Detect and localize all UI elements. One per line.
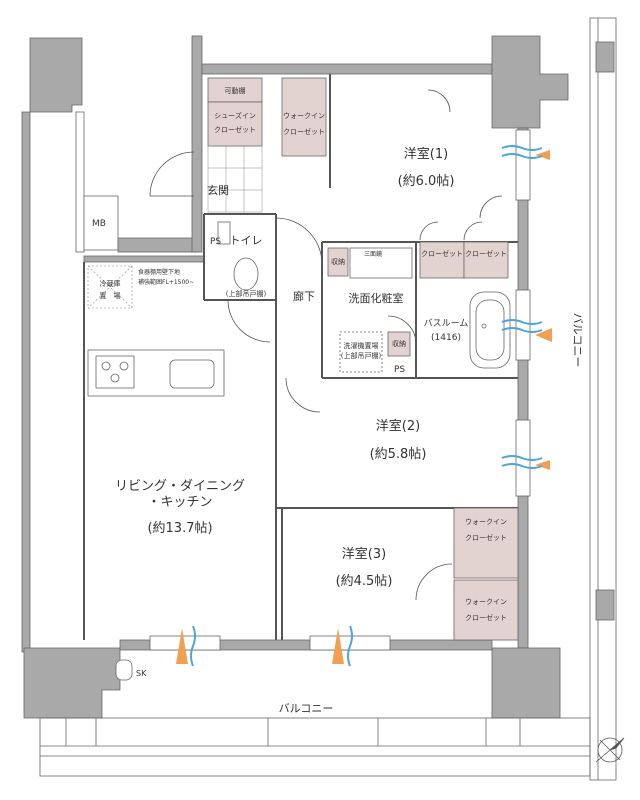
hallway-label: 廊下 <box>293 289 315 303</box>
column-top-right <box>491 35 569 129</box>
balcony-right-label: バルコニー <box>571 313 584 368</box>
ldk-name-line2: ・キッチン <box>147 495 212 510</box>
warm-air-icon <box>535 328 552 342</box>
sink <box>169 359 215 389</box>
toilet-fixture <box>217 221 259 291</box>
walkin2-label-2: クローゼット <box>465 533 507 542</box>
toilet-label: トイレ <box>230 234 263 247</box>
wall-bottom <box>119 639 493 651</box>
wall-entry-left <box>191 35 203 253</box>
shoes-in-closet <box>207 101 263 147</box>
wall-ldk-top <box>83 255 205 263</box>
sk-fixture <box>115 659 133 681</box>
shoes-in-label-1: シューズイン <box>214 111 256 120</box>
compass-icon <box>595 737 625 763</box>
western1-name: 洋室(1) <box>404 146 448 162</box>
closet-1 <box>419 241 465 279</box>
ps-label-1: PS <box>210 237 221 247</box>
closet-2 <box>463 241 509 279</box>
balcony-bottom-label: バルコニー <box>279 702 334 715</box>
burner-icon <box>101 361 111 371</box>
windows <box>149 129 531 651</box>
walkin3-label-1: ウォークイン <box>465 598 507 606</box>
cool-air-icon <box>501 153 543 159</box>
balcony-right <box>589 17 617 781</box>
bathroom-name: バスルーム <box>424 318 469 329</box>
ventilation-icons <box>176 145 552 667</box>
labels: 洋室(1) (約6.0帖) 洋室(2) (約5.8帖) 洋室(3) (約4.5帖… <box>92 86 584 715</box>
wall-entry-lower <box>117 237 199 253</box>
washer-label-1: 洗濯機置場 <box>344 341 379 350</box>
cool-air-icon <box>501 455 543 461</box>
storage-2 <box>387 331 411 357</box>
walkin-closet-2 <box>453 507 519 579</box>
cool-air-icon <box>501 145 543 151</box>
dish-note-1: 食器棚用壁下地 <box>138 268 180 276</box>
storage1-label: 収納 <box>331 257 345 266</box>
cool-air-icon <box>501 327 543 333</box>
western3-name: 洋室(3) <box>342 546 386 562</box>
movable-shelf-label: 可動棚 <box>225 86 246 95</box>
mirror-cabinet-label: 三面鏡 <box>364 250 382 258</box>
wall-right <box>517 127 529 649</box>
fridge-label-2: 置 場 <box>100 291 121 300</box>
washroom-label: 洗面化粧室 <box>349 291 404 305</box>
walkin3-label-2: クローゼット <box>465 613 507 622</box>
storage2-label: 収納 <box>392 339 406 348</box>
column-bottom-right <box>491 647 561 719</box>
entrance-label: 玄関 <box>207 183 229 197</box>
front-door-swing <box>149 151 195 197</box>
shoes-in-label-2: クローゼット <box>214 125 256 134</box>
cool-air-icon <box>347 625 353 667</box>
closet2-label: クローゼット <box>465 249 507 258</box>
movable-shelf <box>207 77 263 103</box>
dish-note-2: 補強範囲FL+1500~ <box>138 278 194 286</box>
wall-top <box>201 63 493 75</box>
closet1-label: クローゼット <box>421 249 463 258</box>
mb-label: MB <box>92 219 106 229</box>
warm-air-icon <box>535 150 550 160</box>
storage-blocks <box>207 77 519 641</box>
washer-area <box>339 247 413 373</box>
warm-air-icon <box>332 628 344 664</box>
cool-air-icon <box>501 319 543 325</box>
balcony-bottom <box>39 717 591 777</box>
ldk-size: (約13.7帖) <box>147 521 212 536</box>
fridge-label-1: 冷蔵庫 <box>100 279 121 288</box>
walkin1-label-2: クローゼット <box>283 127 325 136</box>
burner-icon <box>119 361 129 371</box>
ps-label-2: PS <box>394 365 405 375</box>
column-top-left <box>29 37 83 113</box>
walkin2-label-1: ウォークイン <box>465 518 507 526</box>
bathroom-size: (1416) <box>431 333 461 343</box>
burner-icon <box>110 373 120 383</box>
column-bottom-left <box>23 647 121 719</box>
western3-size: (約4.5帖) <box>336 574 393 589</box>
mb-box <box>83 195 119 251</box>
wall-left-outer <box>21 111 31 653</box>
cool-air-icon <box>190 625 196 667</box>
structural-walls <box>21 35 569 719</box>
western2-name: 洋室(2) <box>376 418 420 434</box>
sk-label: SK <box>136 669 147 678</box>
ldk-name-line1: リビング・ダイニング <box>115 479 245 494</box>
warm-air-icon <box>535 460 550 470</box>
entrance-floor <box>207 145 263 213</box>
walkin-closet-1 <box>281 77 327 157</box>
fridge-area <box>87 265 133 309</box>
storage-1 <box>327 247 349 277</box>
western1-size: (約6.0帖) <box>398 174 455 189</box>
kitchen-counter <box>87 349 225 397</box>
door-swings <box>149 89 503 601</box>
stove <box>95 355 135 389</box>
western2-size: (約5.8帖) <box>370 447 427 462</box>
bathtub <box>469 291 511 369</box>
cool-air-icon <box>501 463 543 469</box>
walkin-closet-3 <box>453 579 519 641</box>
warm-air-icon <box>176 628 188 664</box>
walkin1-label-1: ウォークイン <box>283 112 325 120</box>
washer-label-2: (上部吊戸棚) <box>341 351 382 360</box>
toilet-upper-shelf-label: (上部吊戸棚) <box>226 289 267 298</box>
